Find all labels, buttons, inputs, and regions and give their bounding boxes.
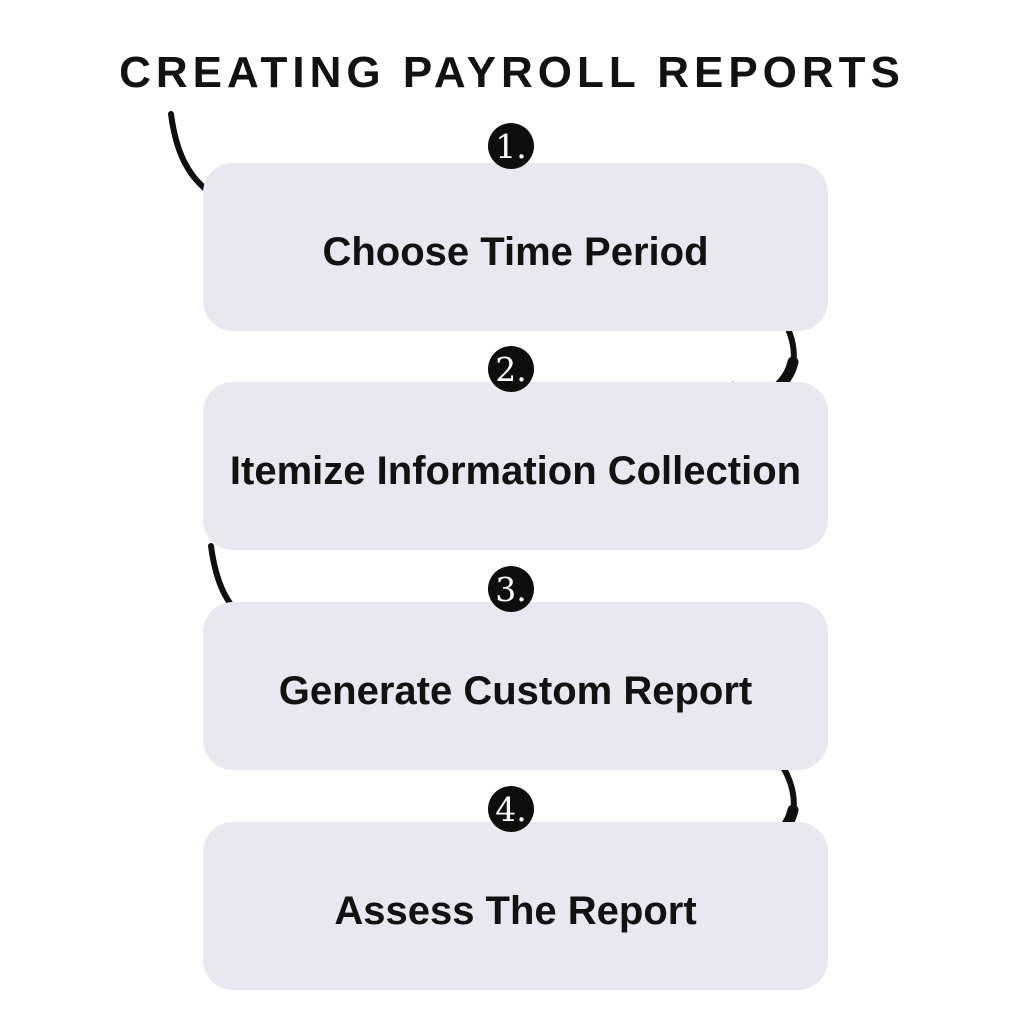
step-2-number: 2. [495, 350, 527, 389]
step-1-label: Choose Time Period [322, 229, 709, 274]
step-3-number-badge: 3. [488, 566, 534, 612]
step-4-box: 4. Assess The Report [203, 786, 828, 990]
step-2-box: 2. Itemize Information Collection [203, 346, 828, 550]
step-4-number-badge: 4. [488, 786, 534, 832]
step-2-label: Itemize Information Collection [229, 448, 802, 493]
step-3-number: 3. [495, 570, 527, 609]
step-4-label: Assess The Report [334, 888, 697, 933]
step-1-number-badge: 1. [488, 123, 534, 169]
step-2-number-badge: 2. [488, 346, 534, 392]
step-1-box: 1. Choose Time Period [203, 123, 828, 331]
step-3-label: Generate Custom Report [278, 668, 753, 713]
step-4-number: 4. [495, 790, 527, 829]
page-title: CREATING PAYROLL REPORTS [119, 48, 905, 97]
step-1-number: 1. [495, 127, 527, 166]
step-3-box: 3. Generate Custom Report [203, 566, 828, 770]
